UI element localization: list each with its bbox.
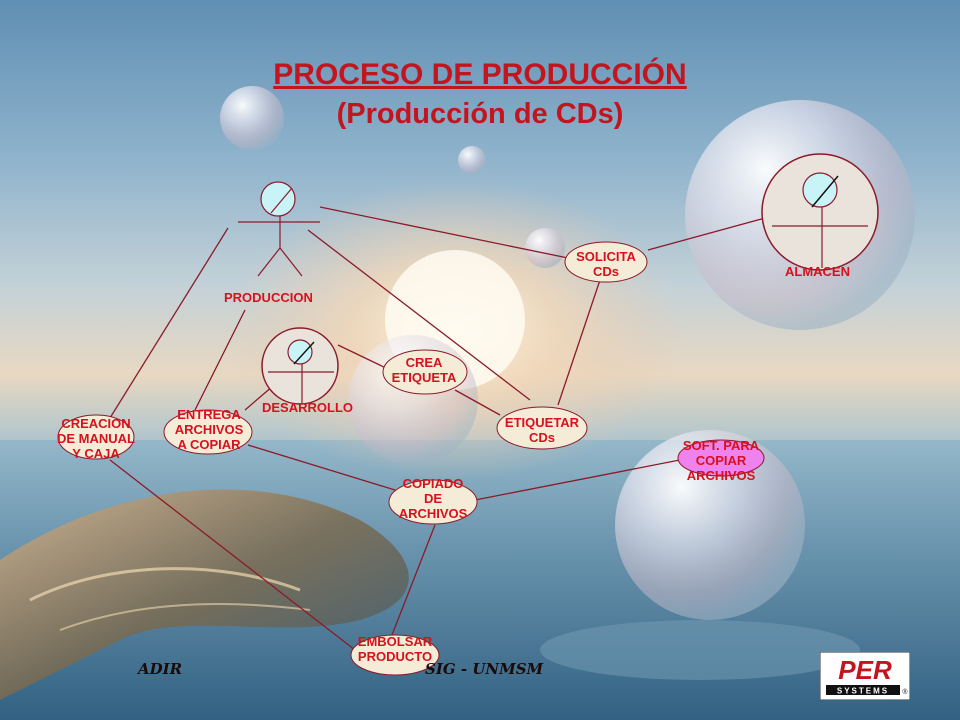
connector-produccion-creacion (109, 227, 229, 419)
usecase-soft-label: SOFT. PARA COPIAR ARCHIVOS (682, 438, 760, 483)
connector-solicita-etiquetar (557, 279, 601, 406)
connector-solicita-almacen (647, 217, 766, 251)
usecase-soft-shape (677, 439, 765, 477)
connector-desarrollo-crea (337, 344, 391, 371)
page-subtitle: (Producción de CDs) (336, 98, 624, 130)
connector-creacion-embolsar (109, 459, 356, 651)
usecase-etiquetar-shape (496, 406, 588, 450)
actor-desarrollo-label: DESARROLLO (262, 400, 353, 415)
page-title: PROCESO DE PRODUCCIÓN (273, 58, 687, 91)
usecase-crea-etiqueta-shape (382, 349, 468, 395)
actor-produccion-icon (238, 181, 320, 277)
connector-produccion-entrega (194, 309, 246, 411)
usecase-solicita-label: SOLICITA CDs (576, 249, 636, 279)
footer-left: ADIR (138, 660, 183, 678)
usecase-crea-etiqueta-label: CREA ETIQUETA (391, 355, 457, 385)
usecase-creacion-label: CREACION DE MANUAL Y CAJA (57, 416, 135, 461)
connector-produccion-solicita (319, 206, 569, 259)
per-systems-logo: PER SYSTEMS ® (820, 652, 910, 700)
usecase-creacion-shape (57, 414, 135, 460)
logo-subtext: SYSTEMS (837, 687, 889, 696)
connector-crea-etiquetar (454, 389, 501, 416)
logo-text: PER (838, 655, 892, 685)
actor-almacen-label: ALMACEN (785, 264, 850, 279)
usecase-embolsar-label: EMBOLSAR PRODUCTO (357, 634, 433, 664)
connector-produccion-etiquetar (307, 229, 531, 401)
usecase-embolsar-shape (350, 634, 440, 676)
usecase-copiado-shape (388, 479, 478, 525)
actor-desarrollo-icon (261, 327, 339, 405)
usecase-solicita-shape (564, 241, 648, 283)
logo-registered-mark: ® (902, 688, 908, 696)
usecase-entrega-shape (163, 409, 253, 455)
actor-almacen-icon (761, 153, 879, 271)
actor-produccion-label: PRODUCCION (224, 290, 313, 305)
connector-copiado-embolsar (389, 524, 436, 641)
usecase-etiquetar-label: ETIQUETAR CDs (504, 415, 580, 445)
connector-entrega-copiado (247, 444, 396, 491)
usecase-copiado-label: COPIADO DE ARCHIVOS (398, 476, 468, 521)
footer-right: SIG - UNMSM (425, 660, 544, 678)
usecase-entrega-label: ENTREGA ARCHIVOS A COPIAR (174, 407, 244, 452)
connector-copiado-soft (474, 457, 691, 501)
